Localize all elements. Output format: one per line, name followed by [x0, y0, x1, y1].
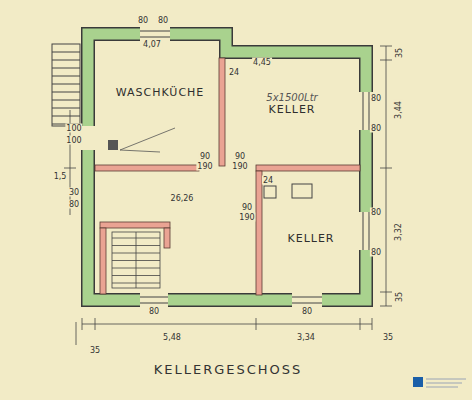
- logo-lines: [426, 379, 466, 387]
- stair-tread: [136, 275, 160, 276]
- stair-tread: [136, 260, 160, 261]
- dimension-label: 1,5: [53, 172, 68, 181]
- outer-wall: [88, 34, 366, 300]
- hatch: [264, 186, 276, 198]
- dimension-label: 80: [301, 307, 313, 316]
- stair-tread: [52, 100, 80, 101]
- stair-tread: [112, 275, 136, 276]
- dimension-label: 35: [89, 346, 101, 355]
- room: KELLER: [282, 229, 339, 248]
- dimension-label: 24: [262, 176, 274, 185]
- dimension-label: 80: [68, 200, 80, 209]
- inner-stairs: [112, 232, 160, 288]
- dimension-label: 35: [395, 47, 404, 59]
- room: 5x1500LtrKELLER: [261, 89, 322, 119]
- sketch-lines: [120, 128, 175, 152]
- stair-tread: [52, 84, 80, 85]
- stair-tread: [136, 283, 160, 284]
- stair-tread: [136, 245, 160, 246]
- dimension-label: 5,48: [162, 333, 182, 342]
- outer-wall-edge: [88, 34, 366, 300]
- logo-mark: [413, 377, 423, 387]
- outside-stairs: [52, 44, 80, 126]
- stair-tread: [52, 116, 80, 117]
- dimension-label: 35: [395, 291, 404, 303]
- dimension-label: 3,44: [394, 100, 403, 120]
- stair-tread: [52, 60, 80, 61]
- stair-tread: [52, 76, 80, 77]
- stair-tread: [52, 92, 80, 93]
- dimension-label: 80: [148, 307, 160, 316]
- room-name: 5x1500Ltr: [266, 92, 317, 103]
- room-name: KELLER: [287, 232, 334, 245]
- dimension-label: 3,34: [296, 333, 316, 342]
- stair-tread: [136, 268, 160, 269]
- stair-tread: [112, 283, 136, 284]
- stair-tread: [52, 52, 80, 53]
- stair-tread: [112, 268, 136, 269]
- plan-caption: KELLERGESCHOSS: [154, 362, 303, 377]
- dimension-label: 80: [157, 16, 169, 25]
- stair-tread: [112, 260, 136, 261]
- stair-tread: [112, 245, 136, 246]
- dimension-label: 90: [234, 152, 246, 161]
- dimension-label: 80: [137, 16, 149, 25]
- dimension-label: 80: [370, 94, 382, 103]
- dimension-label: 3,32: [394, 222, 403, 242]
- dimension-label: 80: [370, 208, 382, 217]
- dimension-label: 90: [199, 152, 211, 161]
- stair-tread: [112, 238, 136, 239]
- stair-tread: [136, 238, 160, 239]
- dimension-label: 190: [238, 213, 255, 222]
- openings: [88, 34, 366, 300]
- dimension-lines: [64, 46, 392, 345]
- tank: [292, 184, 312, 198]
- stair-tread: [112, 253, 136, 254]
- dimension-label: 80: [370, 124, 382, 133]
- dimension-label: 190: [196, 162, 213, 171]
- dimension-label: 26,26: [170, 194, 195, 203]
- dimension-label: 190: [231, 162, 248, 171]
- dimension-label: 30: [68, 188, 80, 197]
- dimension-label: 4,45: [252, 58, 272, 67]
- dimension-label: 24: [228, 68, 240, 77]
- dimension-label: 80: [370, 248, 382, 257]
- dimension-label: 100: [65, 136, 82, 145]
- interior-walls: [95, 58, 360, 295]
- dimension-label: 35: [382, 333, 394, 342]
- stair-tread: [52, 108, 80, 109]
- room-name: KELLER: [266, 103, 317, 116]
- dimension-label: 4,07: [142, 40, 162, 49]
- dimension-label: 90: [241, 203, 253, 212]
- chimney: [108, 140, 118, 150]
- room-name: WASCHKÜCHE: [116, 86, 205, 99]
- stair-tread: [136, 253, 160, 254]
- stair-tread: [52, 68, 80, 69]
- room: WASCHKÜCHE: [111, 83, 210, 102]
- dimension-label: 100: [65, 124, 82, 133]
